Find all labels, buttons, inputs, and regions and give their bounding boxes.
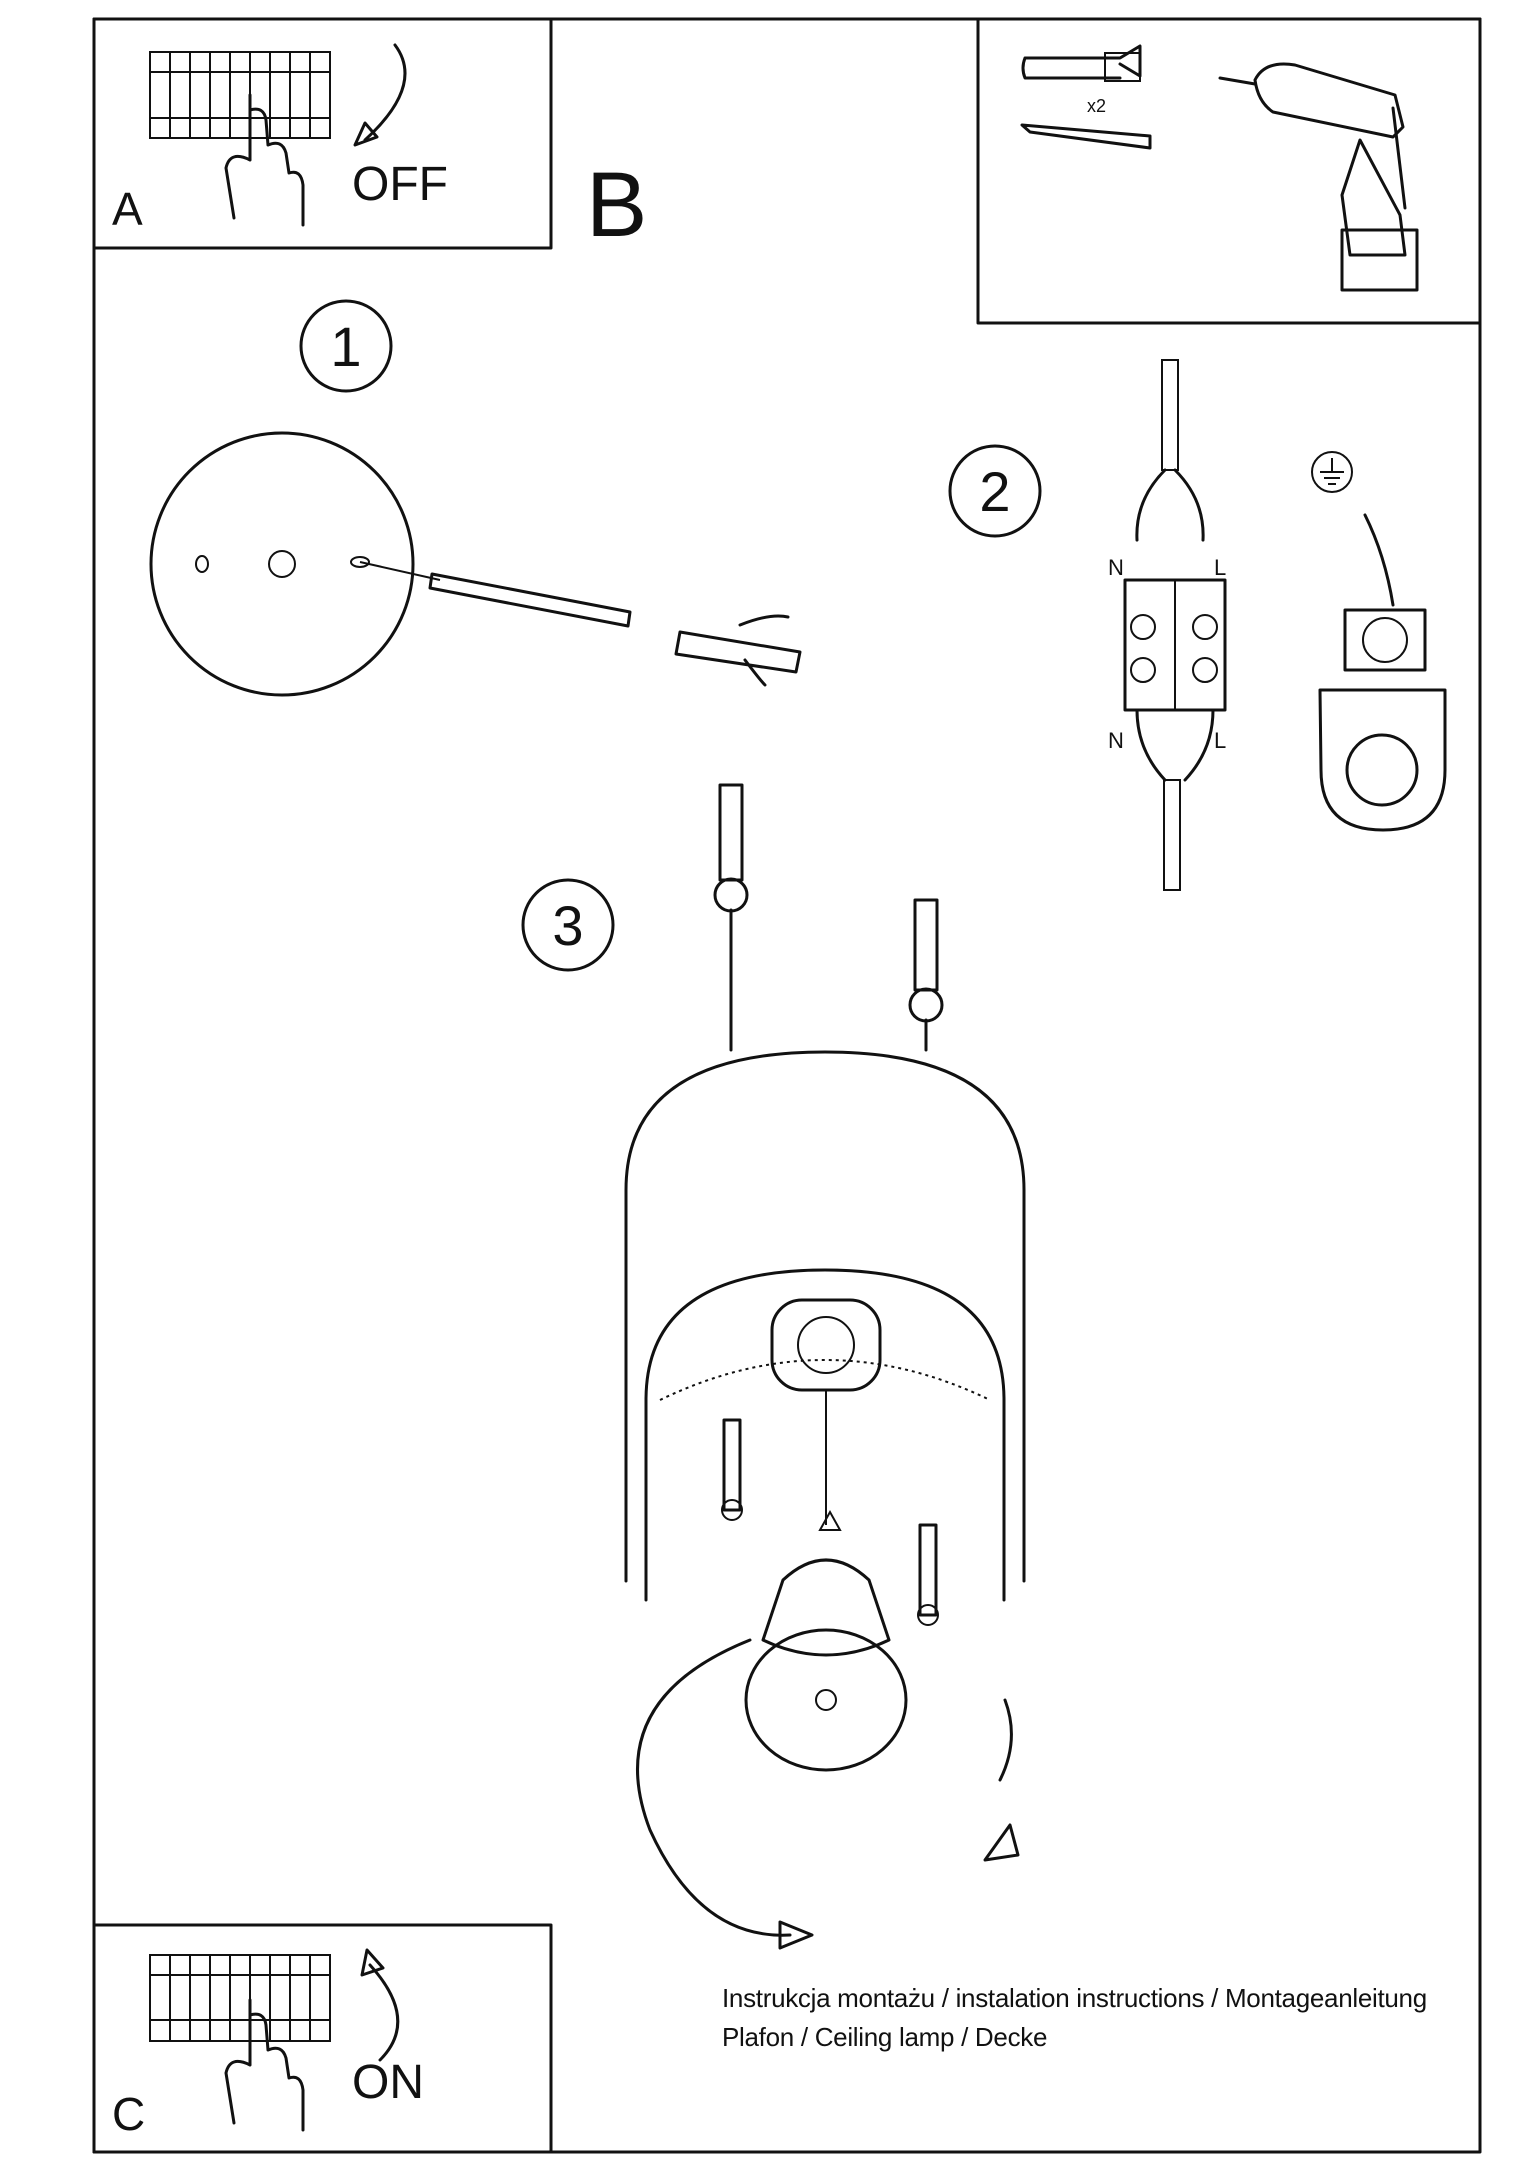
arrow-head-icon bbox=[983, 1823, 1020, 1862]
rotate-arrow-icon bbox=[998, 1698, 1013, 1782]
step-2-badge bbox=[948, 444, 1042, 538]
panel-c-power-on: ON C bbox=[92, 1923, 553, 2154]
ground-terminal bbox=[1311, 451, 1447, 832]
step-3-number: 3 bbox=[552, 894, 583, 957]
hand-icon bbox=[224, 1998, 305, 2132]
tools-panel: x2 bbox=[976, 17, 1482, 325]
arrow-head-icon bbox=[778, 1920, 814, 1950]
gu10-bulb bbox=[744, 1509, 908, 1772]
live-label-bottom: L bbox=[1214, 728, 1226, 753]
panel-b-label: B bbox=[586, 154, 647, 256]
caption-title: Instrukcja montażu / instalation instruc… bbox=[722, 1983, 1427, 2013]
step-2-number: 2 bbox=[979, 460, 1010, 523]
neutral-label-bottom: N bbox=[1108, 728, 1124, 753]
caption-subtitle: Plafon / Ceiling lamp / Decke bbox=[722, 2022, 1048, 2052]
step-1-number: 1 bbox=[330, 315, 361, 378]
terminal-block bbox=[1123, 359, 1227, 891]
lamp-body bbox=[624, 1050, 1026, 1626]
screw-icon bbox=[1020, 123, 1152, 150]
wall-plug-icon bbox=[1021, 44, 1142, 82]
on-label: ON bbox=[352, 2056, 424, 2109]
panel-a-label: A bbox=[112, 183, 143, 235]
mounting-plate bbox=[149, 431, 415, 697]
off-label: OFF bbox=[352, 158, 448, 211]
rotate-arrow-icon bbox=[636, 1638, 792, 1937]
panel-a-power-off: OFF A bbox=[92, 17, 553, 250]
outer-frame bbox=[92, 17, 1482, 2154]
ground-symbol-icon bbox=[1311, 451, 1353, 493]
arrow-down-icon bbox=[363, 43, 407, 142]
drill-icon bbox=[1218, 62, 1419, 292]
step-1-badge bbox=[299, 299, 393, 393]
panel-c-label: C bbox=[112, 2088, 145, 2140]
breaker-panel-icon bbox=[149, 51, 331, 139]
arrow-head-icon bbox=[360, 1948, 385, 1977]
hand-icon bbox=[224, 93, 305, 227]
ceiling-screws bbox=[713, 783, 944, 1052]
quantity-label: x2 bbox=[1087, 96, 1106, 116]
lamp-socket bbox=[770, 1298, 882, 1392]
breaker-panel-icon bbox=[149, 1954, 331, 2042]
screw-and-plug-step1 bbox=[359, 561, 802, 687]
neutral-label-top: N bbox=[1108, 555, 1124, 580]
step-3-badge bbox=[521, 878, 615, 972]
live-label-top: L bbox=[1214, 555, 1226, 580]
arrow-head-icon bbox=[353, 121, 379, 147]
arrow-up-icon bbox=[368, 1963, 400, 2062]
